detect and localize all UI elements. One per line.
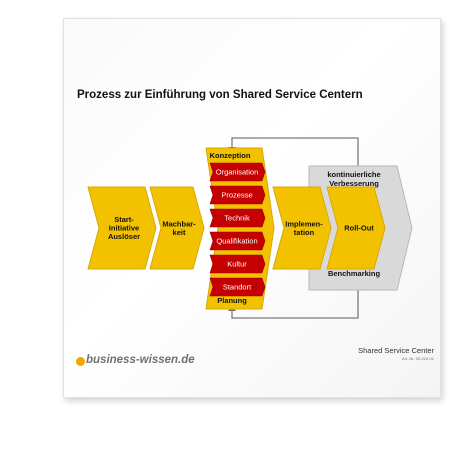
stage-label-rollout: Roll-Out — [344, 224, 374, 233]
konzeption-item-box — [209, 185, 266, 205]
konzeption-item-box — [209, 231, 266, 251]
konzeption-item-label: Qualifikation — [216, 237, 257, 246]
footer-right-block: Shared Service Center Art.-Nr. 00-010-01 — [358, 346, 434, 361]
footer-article-number: Art.-Nr. 00-010-01 — [401, 356, 434, 361]
stage-label-machbarkeit: Machbar- — [162, 219, 196, 228]
stage-label-start: Auslöser — [108, 232, 140, 241]
footer-document-title: Shared Service Center — [358, 346, 434, 355]
konzeption-item-label: Prozesse — [221, 191, 252, 200]
konzeption-item-label: Standort — [223, 283, 252, 292]
stage-label-start: Start- — [114, 215, 134, 224]
konzeption-items: OrganisationProzesseTechnikQualifikation… — [209, 162, 266, 297]
stage-label-implementation: Implemen- — [285, 219, 323, 228]
improvement-label-line1: kontinuierliche — [327, 170, 380, 179]
konzeption-footer: Planung — [217, 296, 247, 305]
page-title: Prozess zur Einführung von Shared Servic… — [77, 89, 363, 101]
konzeption-item-box — [209, 277, 266, 297]
konzeption-item-box — [209, 208, 266, 228]
stage-label-start: Initiative — [109, 224, 139, 233]
stage-chevron-implementation — [272, 186, 332, 270]
brand-dot-icon — [76, 357, 85, 366]
feedback-loop-bottom — [231, 290, 359, 319]
stage-label-machbarkeit: keit — [173, 228, 186, 237]
stage-chevron-rollout — [326, 186, 386, 270]
stage-chevron-machbarkeit — [149, 186, 205, 270]
konzeption-item-label: Technik — [224, 214, 250, 223]
konzeption-item-box — [209, 254, 266, 274]
feedback-loop-top — [231, 137, 359, 168]
brand-logo-text: business-wissen.de — [86, 354, 195, 366]
konzeption-item-label: Organisation — [216, 168, 259, 177]
stage-label-implementation: tation — [294, 228, 315, 237]
konzeption-header: Konzeption — [210, 151, 251, 160]
benchmarking-label: Benchmarking — [328, 269, 381, 278]
konzeption-item-box — [209, 162, 266, 182]
stage-chevron-start — [87, 186, 157, 270]
konzeption-item-label: Kultur — [227, 260, 247, 269]
improvement-label-line2: Verbesserung — [329, 179, 379, 188]
